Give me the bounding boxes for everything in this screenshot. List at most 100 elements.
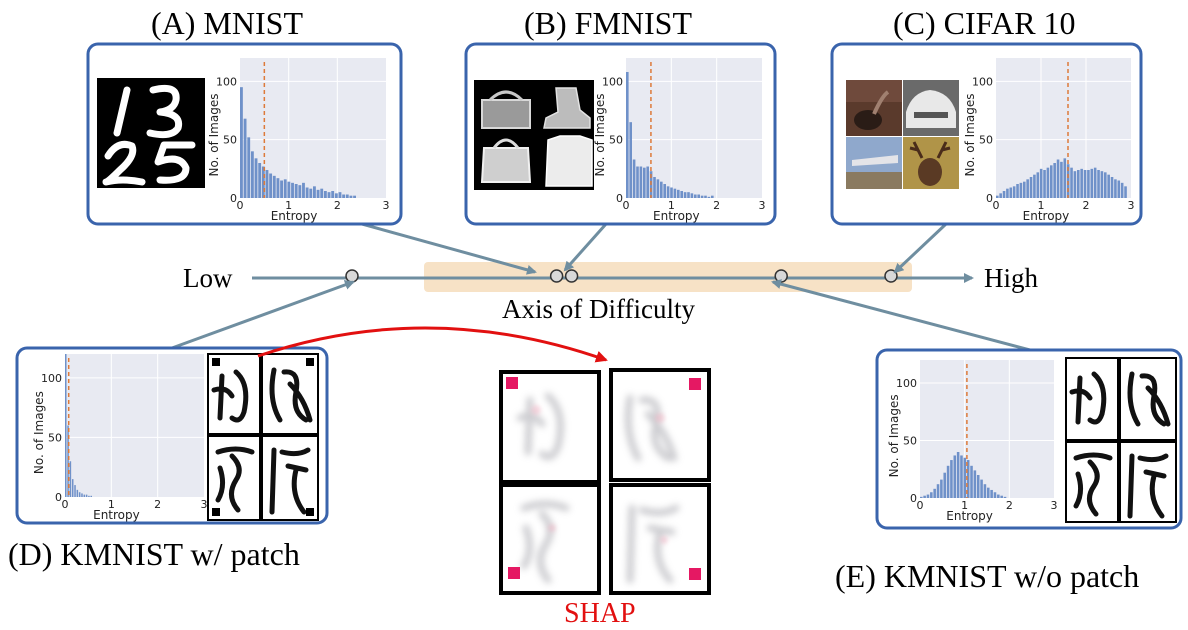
histogram-bar (697, 194, 700, 198)
histogram-bar (1090, 168, 1094, 198)
histogram-bar (305, 187, 309, 198)
y-tick-label: 100 (602, 75, 623, 88)
histogram-bar (943, 472, 946, 498)
histogram-bar (258, 163, 262, 198)
histogram-bar (302, 182, 305, 198)
histogram-bar (353, 195, 356, 198)
histogram-bar (247, 137, 251, 198)
histogram-bar (240, 87, 243, 198)
histogram-bar (1000, 495, 1003, 498)
histogram-bar (265, 170, 269, 198)
y-axis-label: No. of Images (593, 94, 607, 177)
histogram-bar (980, 479, 983, 498)
x-tick-label: 3 (383, 199, 390, 212)
histogram-bar (683, 192, 687, 198)
y-tick-label: 50 (223, 134, 237, 147)
x-tick-label: 0 (993, 199, 1000, 212)
histogram-bar (694, 194, 697, 198)
x-tick-label: 0 (237, 199, 244, 212)
connector-arrows (171, 222, 1031, 352)
y-tick-label: 0 (910, 492, 917, 505)
histogram-bar (687, 192, 690, 198)
histogram-bar (711, 195, 714, 198)
histogram-bar (704, 195, 707, 198)
plot-area (920, 360, 1054, 498)
histogram-bar (940, 479, 943, 498)
histogram-bar (933, 488, 936, 498)
histogram-bar (1117, 180, 1121, 198)
histogram-bar (1100, 171, 1104, 198)
histogram-bar (250, 151, 254, 198)
histogram-bar (953, 455, 957, 498)
histogram-bar (670, 187, 673, 198)
histogram-bar (338, 192, 342, 198)
x-tick-label: 0 (623, 199, 630, 212)
histogram-bar (629, 122, 632, 198)
histogram-bar (331, 191, 335, 198)
histogram-bar (1087, 170, 1090, 198)
kmnist-samples (1065, 357, 1177, 523)
panel-title-d: (D) KMNIST w/ patch (8, 536, 300, 572)
histogram-bar (643, 167, 646, 198)
histogram-bar (1053, 163, 1056, 198)
shap-maps (499, 368, 711, 595)
histogram-bar (1046, 167, 1050, 198)
histogram-bar (673, 188, 677, 198)
histogram-bar (280, 180, 283, 198)
axis-low-label: Low (183, 263, 233, 293)
histogram-bar (1016, 184, 1019, 198)
histogram-bar (74, 485, 76, 497)
x-tick-label: 1 (108, 498, 115, 511)
histogram-bar (653, 177, 656, 198)
histogram-bar (1006, 188, 1009, 198)
histogram-bar (294, 184, 298, 198)
x-tick-label: 2 (154, 498, 161, 511)
histogram-bar (1073, 171, 1077, 198)
digit-2-stroke (102, 140, 146, 186)
histogram-bar (90, 495, 92, 497)
histogram-bar (936, 484, 940, 498)
histogram-bar (923, 495, 926, 498)
histogram-bar (272, 175, 276, 198)
plot-area (65, 354, 204, 497)
histogram-bar (349, 195, 353, 198)
digit-5-stroke (154, 141, 196, 184)
histogram-bar (1012, 186, 1016, 198)
y-axis-label: No. of Images (207, 94, 221, 177)
histogram-bar (960, 455, 963, 498)
histogram-bar (690, 193, 694, 198)
x-axis-label: Entropy (271, 209, 318, 223)
histogram-bar (983, 484, 987, 498)
histogram-bar (1110, 177, 1114, 198)
histogram-bar (88, 495, 90, 497)
shap-arrow (257, 326, 608, 363)
digit-1-stroke (113, 86, 131, 137)
x-axis-label: Entropy (93, 508, 140, 522)
connector-arrow-e (771, 279, 1031, 352)
fmnist-sample-images (474, 80, 594, 190)
histogram-bar (1124, 186, 1127, 198)
histogram-bar (69, 461, 72, 497)
y-tick-label: 0 (986, 192, 993, 205)
histogram-bar (1026, 179, 1029, 198)
shirt-icon (545, 135, 593, 187)
histogram-bar (920, 496, 923, 498)
x-tick-label: 0 (917, 499, 924, 512)
histogram-bar (1120, 182, 1124, 198)
axis-point (774, 269, 788, 283)
shap-patch-mark (506, 377, 518, 389)
histogram-bar (999, 193, 1002, 198)
panel-title-a: (A) MNIST (151, 5, 303, 41)
y-tick-label: 0 (230, 192, 237, 205)
histogram-bar (666, 186, 670, 198)
panel-title-e: (E) KMNIST w/o patch (835, 558, 1139, 594)
handbag-icon (480, 147, 532, 183)
x-tick-label: 2 (334, 199, 341, 212)
histogram-bar (276, 178, 280, 198)
histogram-bar (1104, 172, 1107, 198)
histogram-bar (956, 452, 960, 498)
histogram-bar (1029, 177, 1033, 198)
